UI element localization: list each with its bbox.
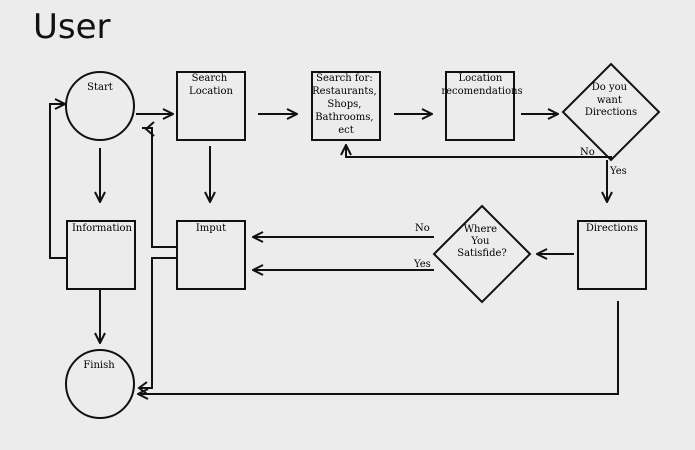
directions-label: Directions [586, 223, 638, 234]
location-recommendations-node [445, 71, 515, 141]
arrowhead-imput-to-start [144, 121, 155, 137]
search-for-label-line: Restaurants, [312, 86, 377, 97]
search-location-label: Search Location [189, 73, 233, 97]
diagram-title: User [33, 7, 111, 47]
want-directions-label-line: want [597, 95, 622, 106]
arrow-decision-no-to-search-for [346, 145, 612, 160]
search-for-node [311, 71, 381, 141]
satisfied-label-line: You [470, 236, 490, 247]
search-for-label-line: Search for: [316, 73, 373, 84]
search-location-label-line: Location [189, 86, 233, 97]
arrow-information-back-to-start [49, 104, 67, 259]
want-directions-label-line: Do you [592, 82, 628, 93]
satisfied-label-line: Where [464, 224, 497, 235]
edge-label-directions-no: No [580, 147, 595, 158]
satisfied-decision [432, 204, 532, 304]
search-location-label-line: Search [192, 73, 228, 84]
information-label: Information [72, 223, 133, 234]
search-for-label: Search for: Restaurants, Shops, Bathroom… [312, 73, 380, 136]
edge-label-satisfied-no: No [415, 223, 430, 234]
start-label: Start [87, 82, 113, 93]
directions-node [577, 220, 647, 290]
edge-label-directions-yes: Yes [609, 166, 627, 177]
information-node [66, 220, 136, 290]
location-recommendations-label-line: recomendations [441, 86, 522, 97]
want-directions-label-line: Directions [585, 107, 637, 118]
location-recommendations-label: Location recomendations [441, 73, 522, 97]
satisfied-label-line: Satisfide? [457, 248, 507, 259]
edge-label-satisfied-yes: Yes [413, 259, 431, 270]
satisfied-label: Where You Satisfide? [457, 224, 507, 259]
arrow-imput-back-to-start [142, 127, 176, 248]
finish-label: Finish [83, 360, 115, 371]
location-recommendations-label-line: Location [458, 73, 502, 84]
want-directions-label: Do you want Directions [585, 82, 637, 118]
search-for-label-line: Shops, [327, 99, 361, 110]
imput-label: Imput [196, 223, 226, 234]
search-for-label-line: Bathrooms, [315, 112, 373, 123]
arrow-imput-to-finish [139, 257, 176, 389]
finish-node [65, 349, 135, 419]
search-location-node [176, 71, 246, 141]
start-node [65, 71, 135, 141]
arrow-directions-to-finish [138, 301, 619, 394]
imput-node [176, 220, 246, 290]
search-for-label-line: ect [338, 125, 354, 136]
